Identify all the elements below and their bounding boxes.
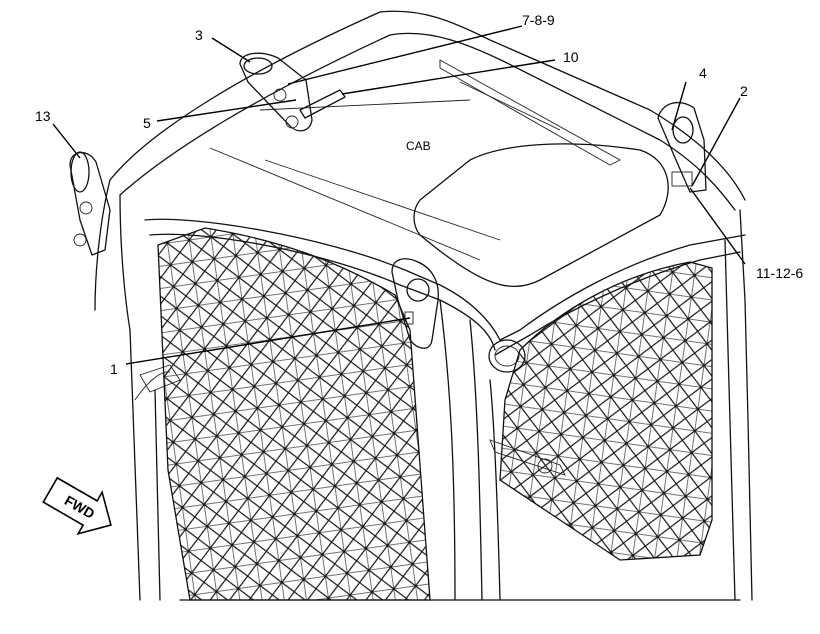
- lift-eye-front: [391, 258, 439, 349]
- left-window-screen: [157, 227, 431, 601]
- callout-13: 13: [35, 108, 51, 124]
- lift-eye-rear: [657, 101, 707, 193]
- lift-eye-side: [69, 151, 111, 256]
- callout-5: 5: [143, 115, 151, 131]
- interior-details: [134, 364, 566, 476]
- callout-3: 3: [195, 27, 203, 43]
- pin-rod: [299, 89, 346, 119]
- callout-1: 1: [110, 361, 118, 377]
- roof-hatch: [413, 143, 669, 287]
- lift-eye-top: [239, 52, 313, 132]
- right-window-screen: [499, 261, 713, 561]
- callout-10: 10: [563, 49, 579, 65]
- callout-2: 2: [740, 83, 748, 99]
- callout-7-8-9: 7-8-9: [522, 12, 555, 28]
- part-label-cab: CAB: [406, 139, 431, 153]
- callout-4: 4: [699, 65, 707, 81]
- callout-11-12-6: 11-12-6: [756, 265, 803, 281]
- callout-labels: 3 7-8-9 10 5 4 2 11-12-6 13 1 CAB: [35, 12, 803, 377]
- round-light: [488, 339, 526, 373]
- leader-lines: [52, 25, 746, 365]
- forward-arrow-icon: FWD: [42, 476, 112, 536]
